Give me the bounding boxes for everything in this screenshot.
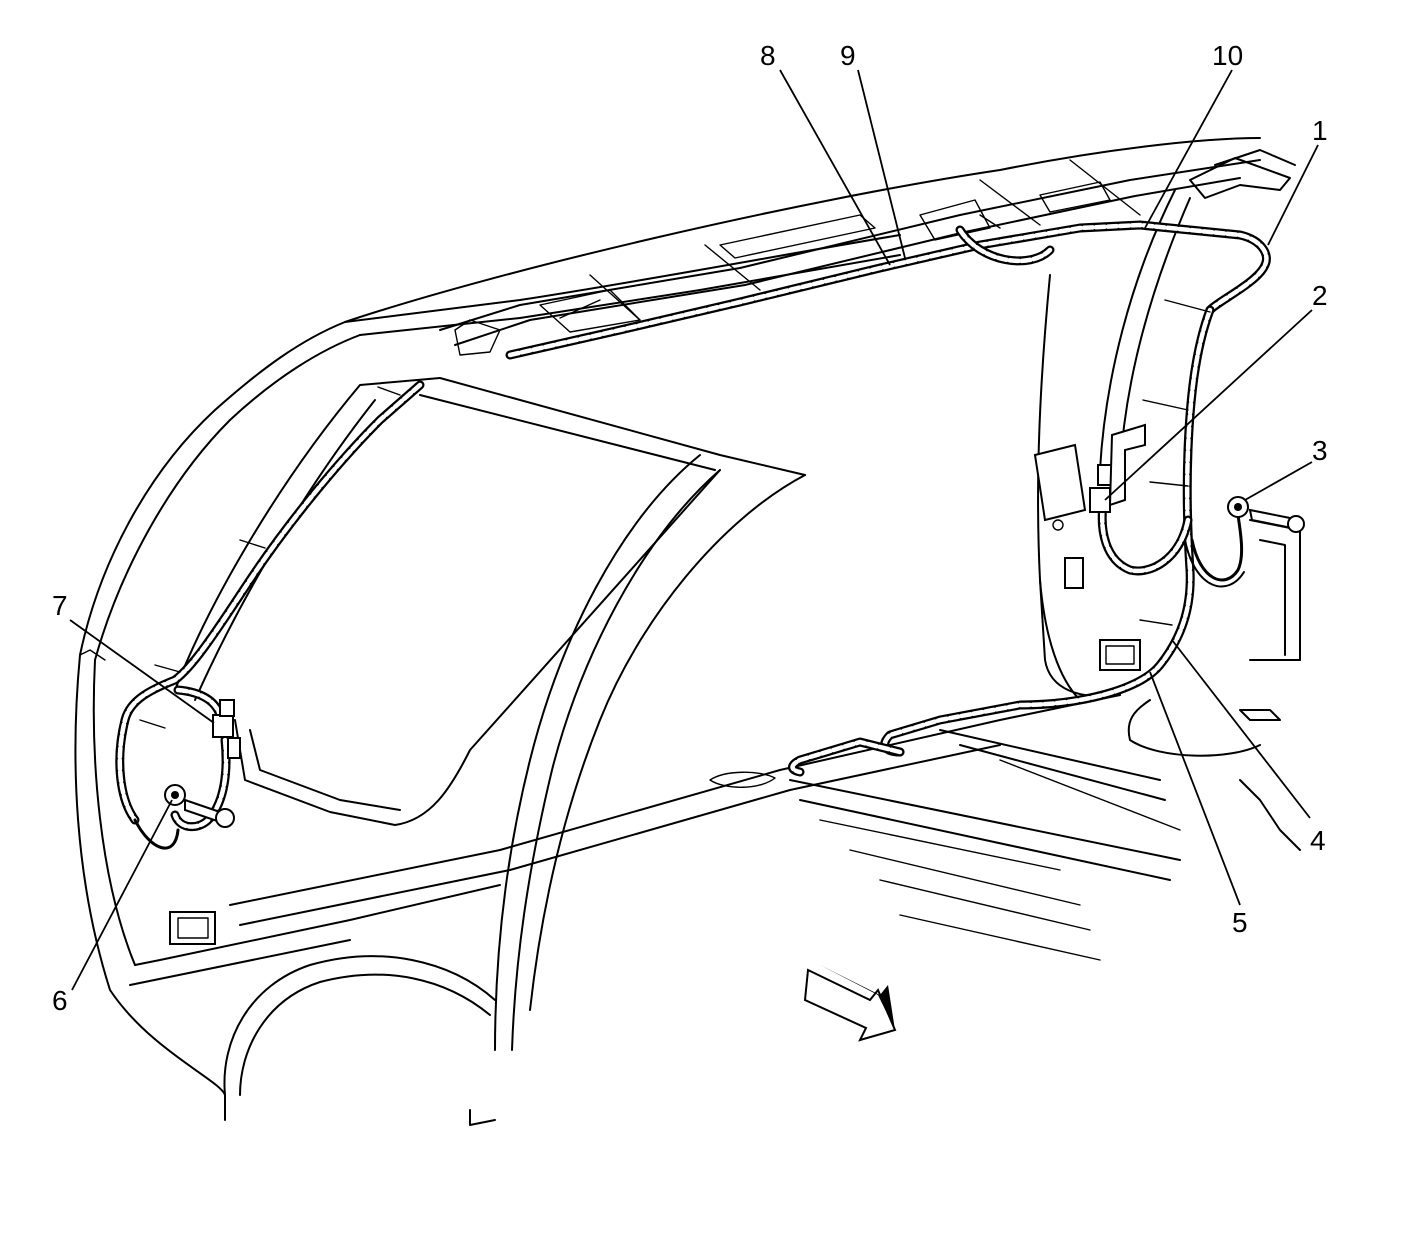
callout-8: 8 xyxy=(760,40,776,71)
leader-2 xyxy=(1104,309,1313,501)
connector-2 xyxy=(1089,423,1146,513)
leader-5 xyxy=(1149,671,1241,906)
wiring-harness xyxy=(115,220,1271,850)
vehicle-body-outline xyxy=(74,137,1301,1126)
callout-10: 10 xyxy=(1212,40,1243,71)
leader-3 xyxy=(1244,461,1313,501)
leader-7 xyxy=(69,619,215,724)
callout-4: 4 xyxy=(1310,825,1326,856)
leader-9 xyxy=(857,69,906,259)
leader-4 xyxy=(1171,639,1311,819)
leader-8 xyxy=(779,69,891,266)
harness-clips xyxy=(139,159,1211,729)
components xyxy=(164,423,1305,828)
callout-leaders xyxy=(69,69,1319,991)
callout-2: 2 xyxy=(1312,280,1328,311)
connector-7 xyxy=(212,699,241,759)
callout-7: 7 xyxy=(52,590,68,621)
callout-3: 3 xyxy=(1312,435,1328,466)
front-direction-arrow-icon xyxy=(803,965,897,1042)
callout-labels: 1 2 3 4 5 6 7 8 9 10 xyxy=(52,40,1328,1016)
callout-6: 6 xyxy=(52,985,68,1016)
callout-9: 9 xyxy=(840,40,856,71)
callout-5: 5 xyxy=(1232,907,1248,938)
ground-bolt-3 xyxy=(1227,496,1305,533)
leader-1 xyxy=(1267,144,1319,246)
callout-1: 1 xyxy=(1312,115,1328,146)
ground-bolt-6 xyxy=(164,784,235,828)
leader-10 xyxy=(1144,69,1233,229)
leader-6 xyxy=(71,799,173,991)
